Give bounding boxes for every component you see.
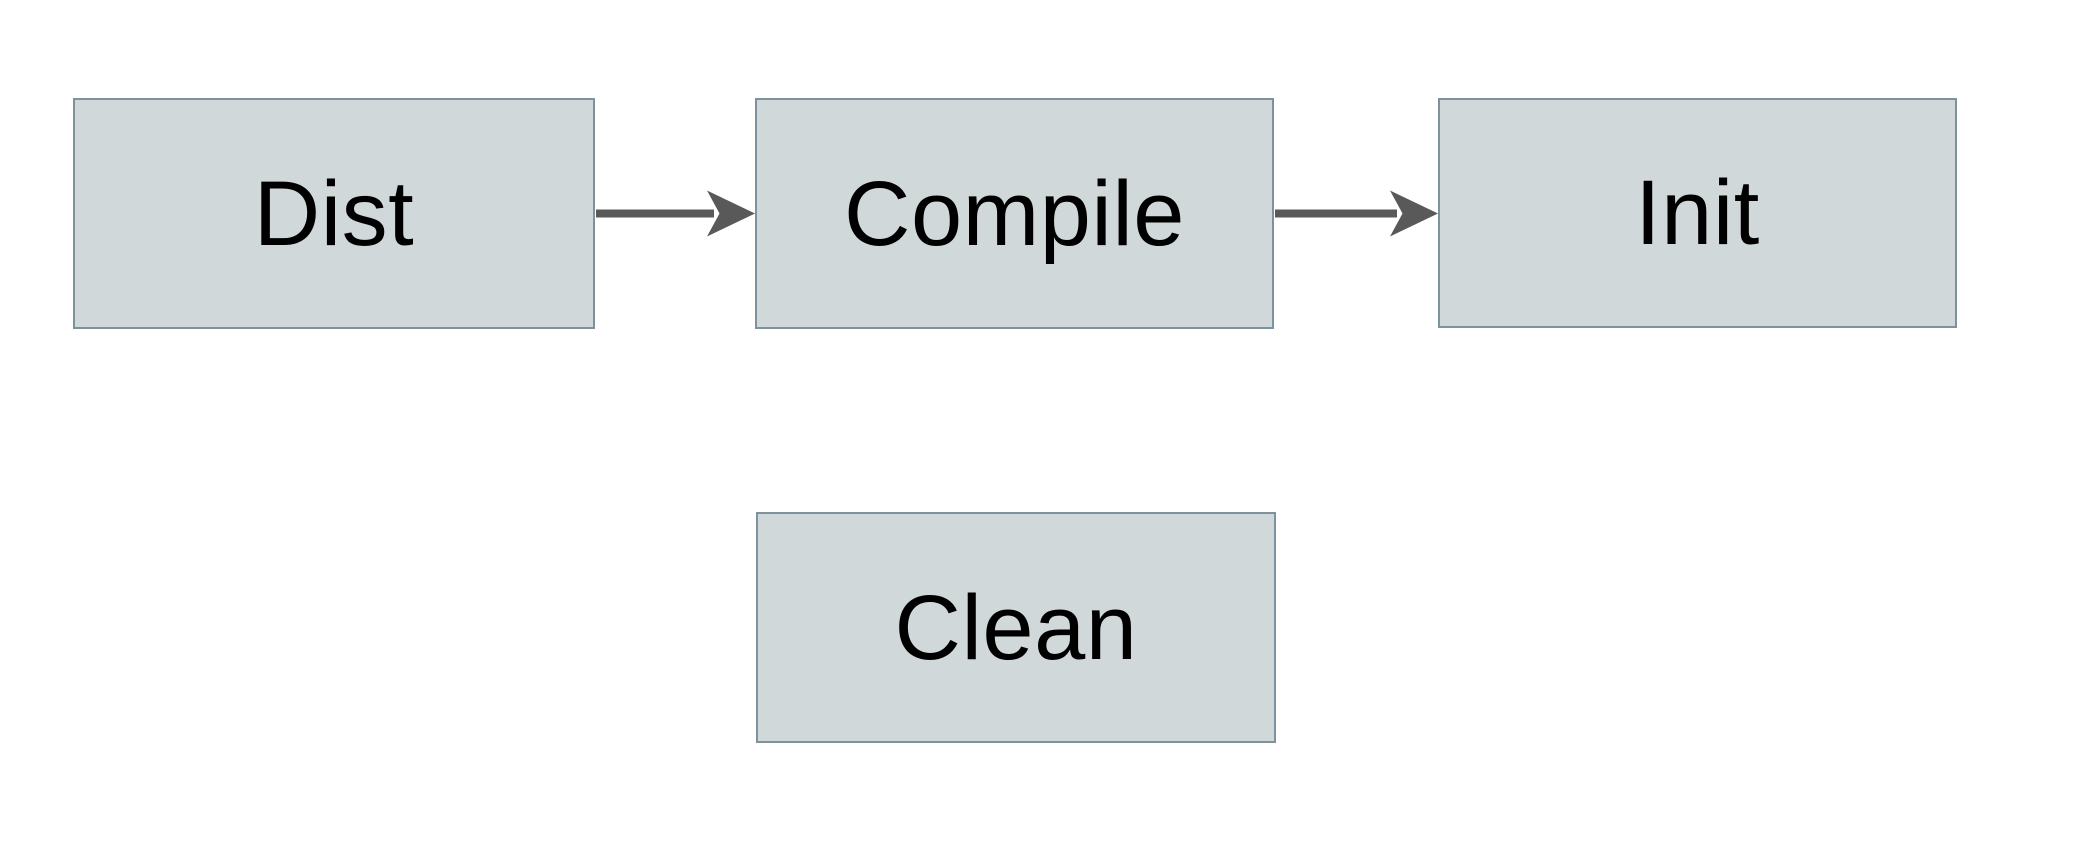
arrow-right-icon <box>707 190 755 237</box>
flowchart-node-dist[interactable]: Dist <box>73 98 595 329</box>
flowchart-node-init[interactable]: Init <box>1438 98 1957 328</box>
node-label-dist: Dist <box>253 162 415 265</box>
arrow-dist-to-compile[interactable] <box>596 190 755 237</box>
flowchart-node-clean[interactable]: Clean <box>756 512 1276 743</box>
arrow-right-icon <box>1390 190 1438 237</box>
arrow-compile-to-init[interactable] <box>1275 190 1438 237</box>
node-label-clean: Clean <box>894 576 1138 679</box>
node-label-init: Init <box>1635 162 1760 264</box>
node-label-compile: Compile <box>844 162 1185 265</box>
flowchart-node-compile[interactable]: Compile <box>755 98 1274 329</box>
